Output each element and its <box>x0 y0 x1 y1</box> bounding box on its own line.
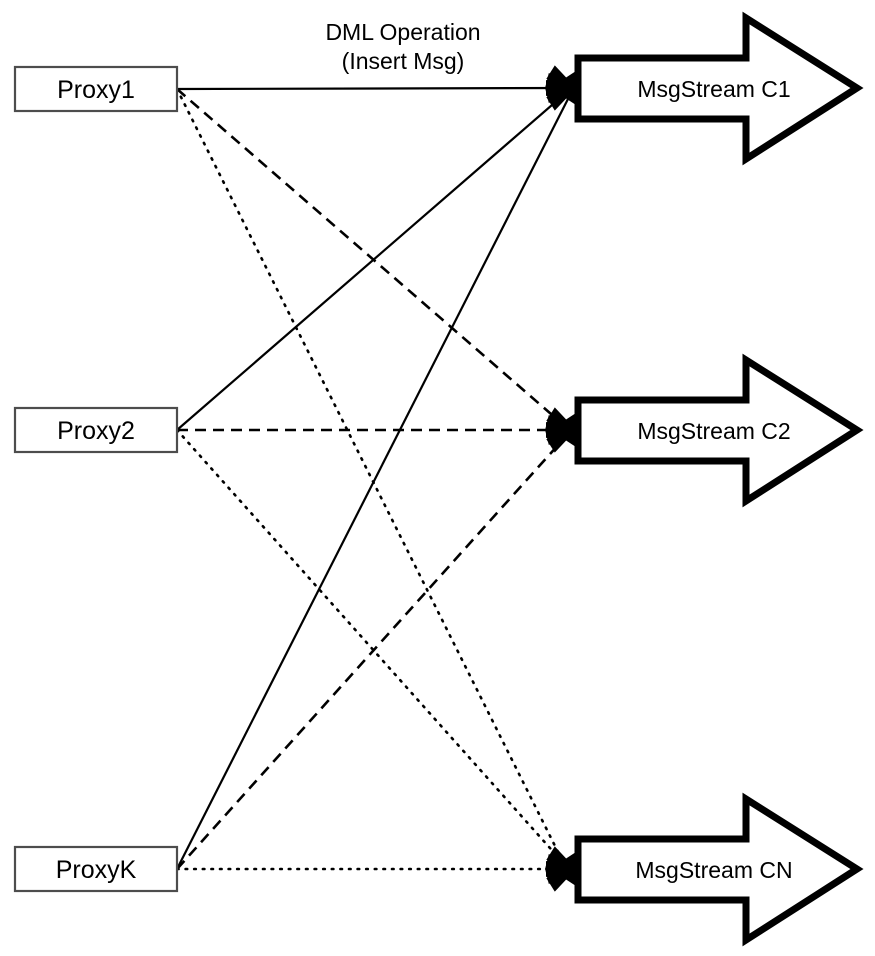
edge-proxy1-to-cn[interactable] <box>175 87 566 866</box>
edge-proxyk-to-c2[interactable] <box>176 433 569 870</box>
proxy-layer: Proxy1 Proxy2 ProxyK <box>13 65 179 893</box>
edge-proxy1-to-c1[interactable] <box>176 86 573 91</box>
proxy1-label: Proxy1 <box>57 76 135 104</box>
stream-node-c2[interactable]: MsgStream C2 <box>574 353 864 508</box>
stream-c2-label: MsgStream C2 <box>637 418 790 444</box>
edge-proxy1-to-c2[interactable] <box>176 88 567 428</box>
stream-c1-arrow-shape[interactable] <box>574 11 864 166</box>
stream-layer: MsgStream C1 MsgStream C2 MsgStream CN <box>574 11 864 947</box>
edge-layer <box>175 86 574 871</box>
arrowhead-cluster-c2 <box>544 407 576 453</box>
arrowhead-core <box>550 852 576 886</box>
proxy2-box[interactable] <box>13 406 179 454</box>
proxy-node-proxy1[interactable]: Proxy1 <box>13 65 179 113</box>
dml-operation-label-line2: (Insert Msg) <box>342 48 465 74</box>
arrowhead-layer <box>544 65 576 892</box>
edge-label-group: DML Operation (Insert Msg) <box>325 19 480 74</box>
proxy-node-proxy2[interactable]: Proxy2 <box>13 406 179 454</box>
stream-node-cn[interactable]: MsgStream CN <box>574 792 864 947</box>
dml-operation-label-line1: DML Operation <box>325 19 480 45</box>
proxy1-box[interactable] <box>13 65 179 113</box>
proxy-node-proxyk[interactable]: ProxyK <box>13 845 179 893</box>
stream-node-c1[interactable]: MsgStream C1 <box>574 11 864 166</box>
proxyk-box[interactable] <box>13 845 179 893</box>
edge-proxy2-to-c1[interactable] <box>176 91 568 431</box>
stream-c2-arrow-shape[interactable] <box>574 353 864 508</box>
arrowhead-core <box>550 413 576 447</box>
stream-cn-arrow-shape[interactable] <box>574 792 864 947</box>
arrowhead-core <box>550 71 576 105</box>
proxyk-label: ProxyK <box>56 856 137 884</box>
stream-c1-label: MsgStream C1 <box>637 76 790 102</box>
arrowhead-cluster-c1 <box>544 65 576 111</box>
stream-cn-label: MsgStream CN <box>635 857 792 883</box>
edge-proxy2-to-cn[interactable] <box>175 428 568 868</box>
arrowhead-cluster-cn <box>544 846 576 892</box>
proxy2-label: Proxy2 <box>57 417 135 445</box>
edge-proxyk-to-c1[interactable] <box>176 94 571 870</box>
